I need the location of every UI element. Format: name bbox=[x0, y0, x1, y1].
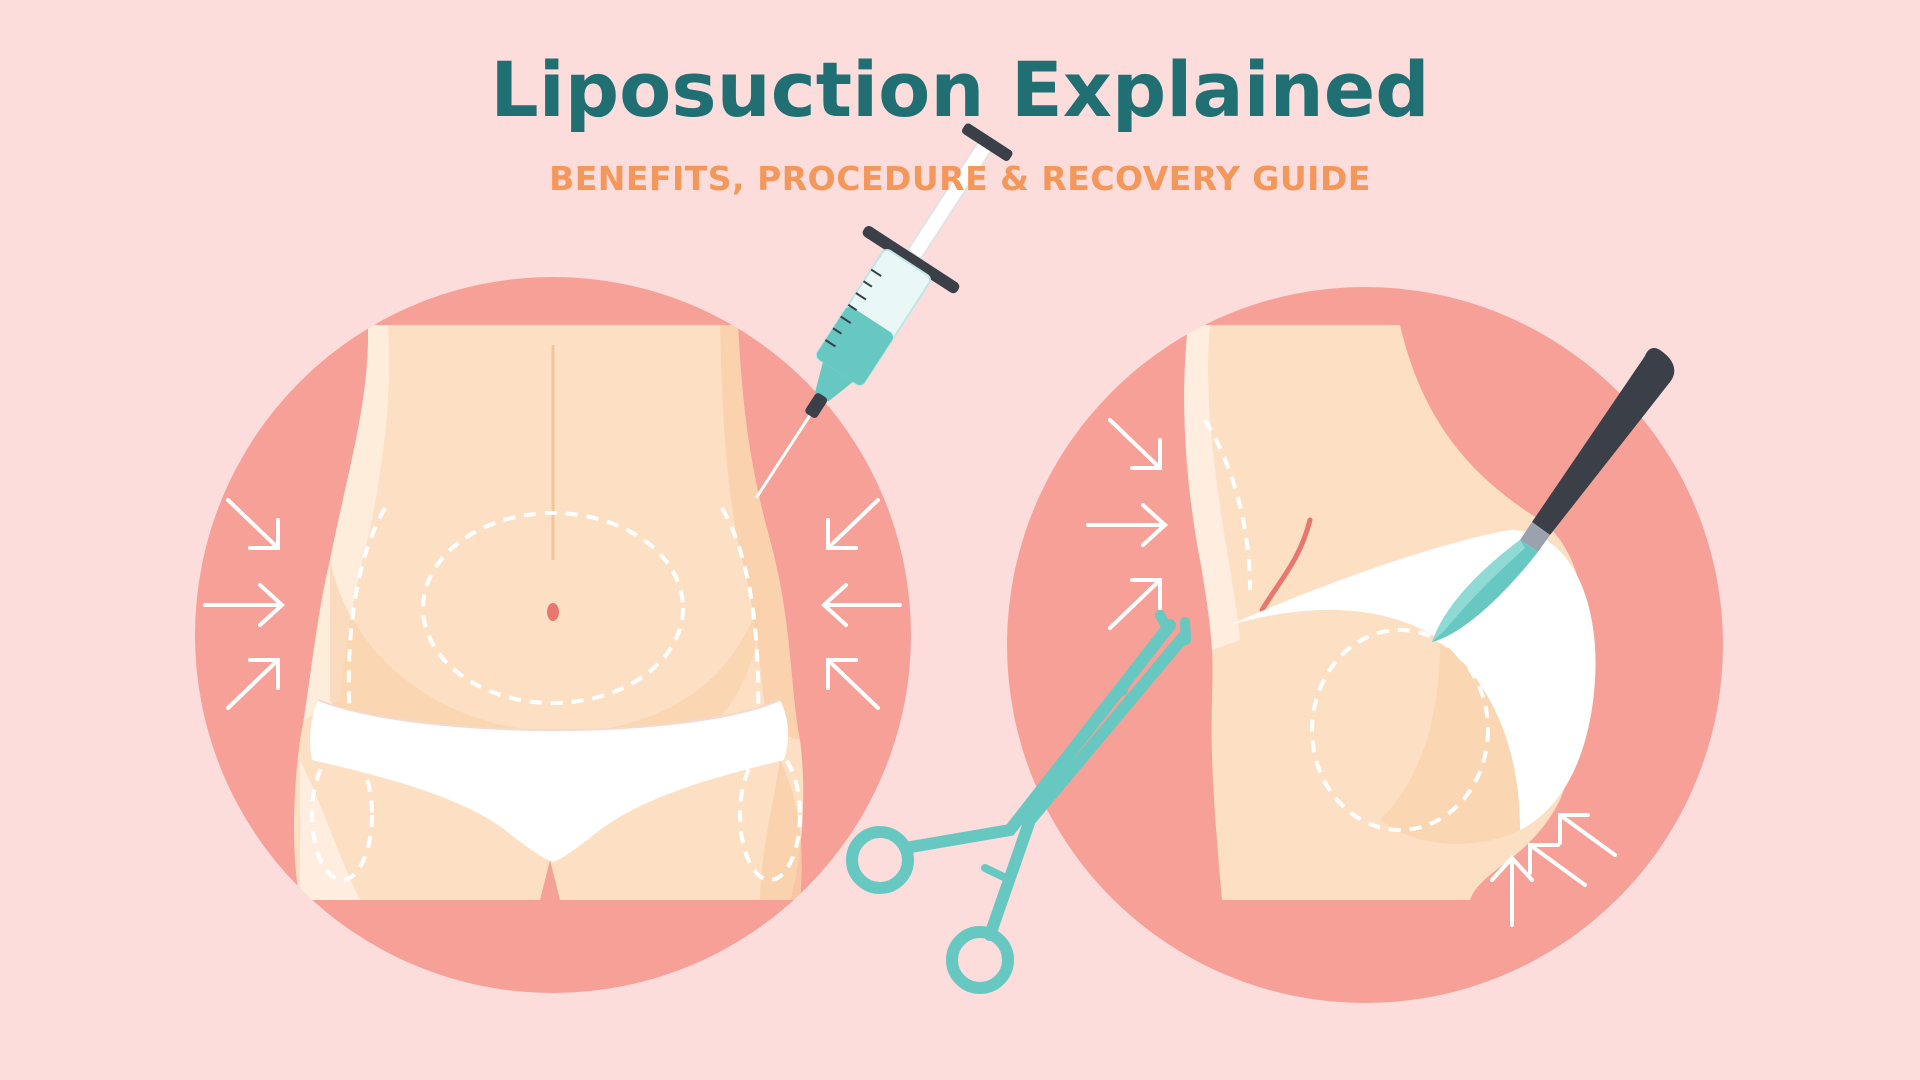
arrow-icon bbox=[226, 658, 280, 710]
left-compress-arrows bbox=[203, 498, 285, 710]
navel bbox=[547, 603, 559, 621]
scalpel-icon bbox=[1432, 348, 1675, 642]
arrow-icon bbox=[226, 498, 280, 550]
right-flank-zone bbox=[720, 507, 761, 721]
right-thigh-zone bbox=[738, 748, 802, 882]
page-title: Liposuction Explained bbox=[490, 45, 1430, 134]
abdomen-target-zone bbox=[421, 511, 685, 705]
surgical-scissors-icon bbox=[846, 610, 1191, 994]
arrow-icon bbox=[826, 658, 880, 710]
arrow-icon bbox=[1108, 578, 1162, 630]
arrow-icon bbox=[821, 583, 902, 627]
page-subtitle: BENEFITS, PROCEDURE & RECOVERY GUIDE bbox=[549, 159, 1371, 198]
left-thigh-zone bbox=[310, 748, 374, 882]
side-hip-illustration bbox=[1007, 287, 1723, 1003]
arrow-icon bbox=[1108, 418, 1162, 470]
arrow-icon bbox=[203, 583, 285, 627]
arrow-icon bbox=[1558, 813, 1617, 857]
syringe-icon bbox=[755, 123, 1013, 499]
underwear-front bbox=[310, 700, 789, 862]
front-torso-illustration bbox=[195, 277, 911, 993]
arrow-icon bbox=[826, 498, 880, 550]
flank-side-zone bbox=[1203, 418, 1252, 591]
left-flank-zone bbox=[346, 507, 387, 721]
side-compress-arrows bbox=[1086, 418, 1168, 630]
underwear-side bbox=[1230, 530, 1596, 830]
lower-compress-arrows bbox=[1490, 813, 1617, 927]
right-compress-arrows bbox=[821, 498, 902, 710]
arrow-icon bbox=[1086, 503, 1168, 547]
arrow-icon bbox=[1528, 843, 1587, 887]
buttock-target-zone bbox=[1310, 628, 1490, 832]
arrow-icon bbox=[1490, 855, 1534, 927]
